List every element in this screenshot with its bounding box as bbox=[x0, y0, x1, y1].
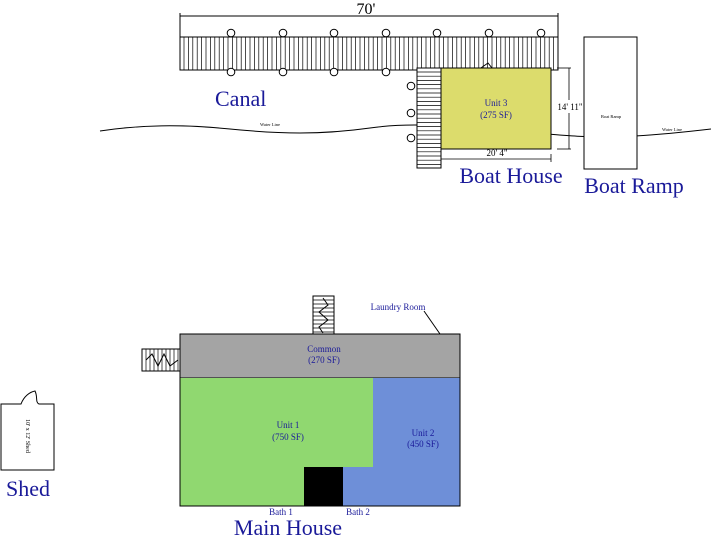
laundry-room-leader bbox=[423, 310, 441, 335]
boat-ramp-label: Boat Ramp bbox=[584, 173, 684, 198]
dock-piling bbox=[226, 67, 236, 77]
main-house-top-stairs-arrow bbox=[318, 297, 329, 334]
dock-piling bbox=[226, 28, 236, 38]
walkway-piling bbox=[406, 133, 416, 143]
main-house-left-stair-rungs bbox=[145, 349, 179, 371]
common-name: Common bbox=[307, 344, 341, 354]
laundry-room-label: Laundry Room bbox=[371, 302, 426, 312]
unit-3-name: Unit 3 bbox=[485, 98, 508, 108]
main-house-label: Main House bbox=[234, 515, 342, 538]
boat-house-pilings bbox=[406, 81, 416, 143]
canal-label: Canal bbox=[215, 86, 266, 111]
water-line-label-left: Water Line bbox=[260, 122, 280, 127]
dock-piling bbox=[381, 28, 391, 38]
shed-outline bbox=[0, 390, 55, 471]
dock-piling bbox=[278, 67, 288, 77]
dock-dimension-label: 70' bbox=[357, 1, 376, 18]
shed-label: Shed bbox=[6, 476, 50, 501]
unit-2-name: Unit 2 bbox=[412, 428, 435, 438]
unit-2-area-label: (450 SF) bbox=[407, 439, 439, 449]
dock-piling bbox=[381, 67, 391, 77]
walkway-piling bbox=[406, 108, 416, 118]
boat-house-walkway-rungs bbox=[417, 71, 441, 165]
water-line-label-right: Water Line bbox=[662, 127, 682, 132]
unit-3-area bbox=[440, 67, 552, 150]
dock-piling bbox=[536, 28, 546, 38]
unit-1-name: Unit 1 bbox=[277, 420, 300, 430]
dock-piling bbox=[484, 28, 494, 38]
unit-1-area bbox=[180, 378, 373, 506]
common-area-label: (270 SF) bbox=[308, 355, 340, 365]
bath-2-label: Bath 2 bbox=[346, 507, 370, 517]
dock: 70' bbox=[179, 1, 559, 77]
unit-1-area-label: (750 SF) bbox=[272, 432, 304, 442]
boat-house-height-label-bg bbox=[552, 100, 584, 113]
boat-house-label: Boat House bbox=[459, 163, 562, 188]
bath-block bbox=[304, 467, 343, 506]
main-house-outline bbox=[179, 333, 461, 507]
main-house-left-stairs-arrow bbox=[145, 352, 179, 368]
dock-piling bbox=[432, 28, 442, 38]
water-line bbox=[99, 124, 711, 138]
shed: 10' x 12' Shed Shed bbox=[0, 390, 55, 501]
unit-3-area-label: (275 SF) bbox=[480, 110, 512, 120]
boat-ramp-outline bbox=[583, 36, 638, 170]
walkway-piling bbox=[406, 81, 416, 91]
dock-pilings bbox=[226, 28, 546, 77]
dock-planks bbox=[183, 37, 559, 70]
boat-house: Unit 3 (275 SF) 14' 11" 20' 4" Boat Hous… bbox=[406, 62, 584, 188]
boat-ramp: Boat Ramp Boat Ramp bbox=[583, 36, 684, 198]
boat-ramp-inner-label: Boat Ramp bbox=[601, 114, 622, 119]
bath-1-label: Bath 1 bbox=[269, 507, 293, 517]
boat-house-width-dimension: 20' 4" bbox=[486, 148, 507, 158]
main-house: Common (270 SF) Unit 2 (450 SF) Unit 1 (… bbox=[141, 295, 461, 538]
dock-piling bbox=[278, 28, 288, 38]
common-area bbox=[179, 333, 461, 379]
dock-piling bbox=[329, 28, 339, 38]
dock-piling bbox=[329, 67, 339, 77]
boat-house-height-dimension: 14' 11" bbox=[557, 102, 583, 112]
shed-inner-label: 10' x 12' Shed bbox=[24, 419, 30, 453]
